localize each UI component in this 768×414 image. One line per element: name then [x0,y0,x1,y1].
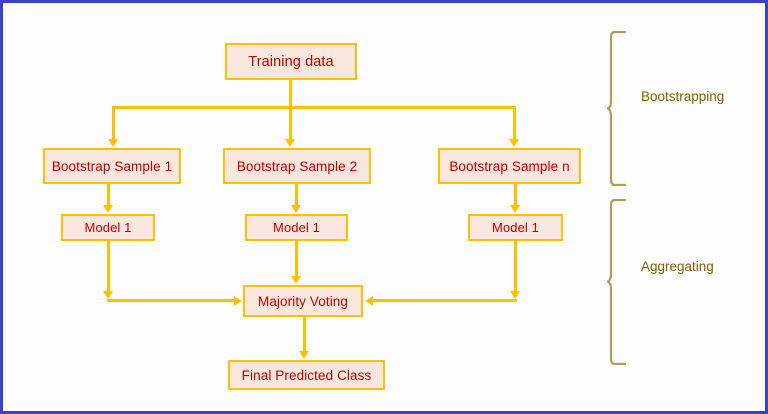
node-bootstrap-sample-n-label: Bootstrap Sample n [449,158,570,174]
connector-training-to-bus [289,80,292,106]
connector-bus-to-bootstrap-n [513,106,516,140]
node-bootstrap-sample-1: Bootstrap Sample 1 [43,148,181,184]
connector-bus-to-bootstrap-2 [289,106,292,140]
node-bootstrap-sample-2: Bootstrap Sample 2 [223,148,371,184]
arrowhead-model-n-to-voting-icon [365,295,373,306]
node-bootstrap-sample-n: Bootstrap Sample n [438,148,581,184]
node-model-n-label: Model 1 [492,220,539,235]
connector-bus-to-bootstrap-1 [112,106,115,140]
node-training-data-label: Training data [248,53,334,70]
arrowhead-model-2-to-voting-icon [291,276,301,284]
connector-bootstrap-n-to-model-n [514,184,517,206]
node-model-2: Model 1 [245,214,348,241]
arrowhead-voting-to-final-icon [299,351,309,359]
node-model-n: Model 1 [468,214,563,241]
node-model-1: Model 1 [61,214,155,241]
arrowhead-bus-to-bootstrap-2-icon [285,139,295,147]
connector-bootstrap-2-to-model-2 [295,184,298,206]
arrowhead-bus-to-bootstrap-1-icon [108,139,118,147]
node-model-2-label: Model 1 [273,220,320,235]
connector-model-1-to-voting [107,299,235,302]
node-final-predicted-class: Final Predicted Class [228,360,385,390]
arrowhead-bootstrap-1-to-model-1-icon [103,205,113,213]
phase-label-aggregating: Aggregating [641,259,714,274]
node-majority-voting-label: Majority Voting [257,293,349,309]
connector-bootstrap-1-to-model-1 [107,184,110,206]
arrowhead-model-n-elbow-icon [510,291,520,299]
node-training-data: Training data [225,43,357,80]
connector-model-2-to-voting [295,241,298,277]
node-model-1-label: Model 1 [84,220,132,235]
arrowhead-bootstrap-2-to-model-2-icon [291,205,301,213]
connector-voting-to-final [303,317,306,352]
connector-bus-horizontal [112,106,516,109]
connector-model-n-down [514,241,517,297]
brace-aggregating-icon [607,199,629,365]
arrowhead-model-1-elbow-icon [103,291,113,299]
arrowhead-bus-to-bootstrap-n-icon [509,139,519,147]
arrowhead-model-1-to-voting-icon [234,295,242,306]
node-bootstrap-sample-2-label: Bootstrap Sample 2 [236,158,358,174]
connector-model-n-to-voting [372,299,517,302]
phase-label-bootstrapping: Bootstrapping [641,89,725,104]
node-bootstrap-sample-1-label: Bootstrap Sample 1 [51,158,173,174]
node-final-predicted-class-label: Final Predicted Class [241,367,372,383]
node-majority-voting: Majority Voting [243,285,363,317]
brace-bootstrapping-icon [607,31,629,186]
arrowhead-bootstrap-n-to-model-n-icon [510,205,520,213]
connector-model-1-down [107,241,110,297]
